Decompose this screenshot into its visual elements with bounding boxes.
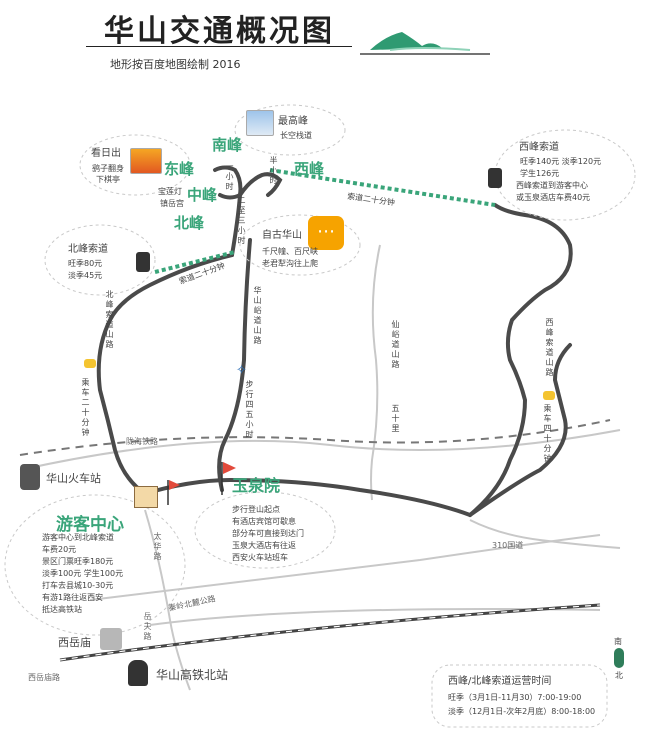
west-cable-line: 西峰索道到游客中心 — [516, 181, 588, 190]
peak-north[interactable]: 北峰 — [174, 214, 205, 232]
page-subtitle: 地形按百度地图绘制 2016 — [110, 58, 241, 71]
huashan-valley-label: 华山峪道山路 — [253, 286, 262, 346]
train-station-label[interactable]: 华山火车站 — [46, 472, 101, 485]
west-cable-line: 旺季140元 淡季120元 — [520, 157, 602, 166]
north-cable-title: 北峰索道 — [68, 244, 108, 255]
peak-east[interactable]: 东峰 — [164, 160, 195, 178]
yuquan-line: 玉泉大酒店有往返 — [232, 541, 296, 550]
page-title: 华山交通概况图 — [104, 14, 335, 49]
walk-halfhour-label: 半小时 — [269, 156, 278, 186]
west-peak-road-label: 西峰索道山路 — [545, 318, 554, 378]
xiyue-road-label: 西岳庙路 — [28, 673, 60, 682]
visitor-center-line: 打车去县城10-30元 — [42, 581, 114, 590]
yuquan-line: 步行登山起点 — [232, 505, 280, 514]
yuquan-line: 西安火车站班车 — [232, 553, 288, 562]
yuquan-title[interactable]: 玉泉院 — [232, 476, 281, 495]
ancient-road-line: 老君犁沟往上爬 — [262, 259, 318, 268]
cable-car-icon-north — [136, 252, 150, 272]
cable-car-icon-west — [488, 168, 502, 188]
zhenyue-line-1: 宝莲灯 — [158, 187, 182, 196]
high-speed-train-icon — [128, 660, 148, 686]
mountain-logo-icon — [360, 32, 490, 55]
drive-right-label: 乘车四十分钟 — [543, 404, 552, 464]
walk-hour-label: 一小时 — [225, 162, 234, 192]
ancient-road-title: 自古华山 — [262, 230, 302, 241]
snow-mountain-icon — [246, 110, 274, 136]
north-peak-road-label: 北峰索道山路 — [105, 290, 114, 350]
walk-2-3h-label: 二至三小时 — [237, 196, 246, 246]
yuquan-line: 有酒店宾馆可歇息 — [232, 517, 296, 526]
mountain-sunrise-icon — [130, 148, 162, 174]
visitor-center-line: 抵达高铁站 — [42, 605, 82, 614]
taihua-road-label: 太华路 — [153, 532, 162, 562]
house-icon — [134, 486, 158, 508]
highest-peak-title: 最高峰 — [278, 116, 308, 127]
temple-icon — [100, 628, 122, 650]
visitor-center-title[interactable]: 游客中心 — [56, 515, 124, 535]
schedule-peak: 旺季（3月1日-11月30）7:00-19:00 — [448, 693, 582, 702]
hsr-station-label[interactable]: 华山高铁北站 — [156, 668, 229, 682]
taxi-icon — [84, 359, 96, 368]
taxi-icon — [543, 391, 555, 400]
chat-bubble-icon[interactable]: ⋯ — [308, 216, 344, 250]
west-cable-title: 西峰索道 — [519, 142, 559, 153]
sunrise-title: 看日出 — [91, 148, 121, 159]
peak-west[interactable]: 西峰 — [294, 160, 325, 178]
schedule-off: 淡季（12月1日-次年2月底）8:00-18:00 — [448, 707, 596, 716]
walk-time-label: 步行四五小时 — [245, 380, 254, 440]
north-cable-line: 旺季80元 — [68, 259, 103, 268]
visitor-center-line: 有游1路往返西安 — [42, 593, 104, 602]
g310-label: 310国道 — [492, 541, 524, 550]
visitor-center-line: 景区门票旺季180元 — [42, 557, 114, 566]
schedule-title: 西峰/北峰索道运营时间 — [448, 676, 552, 687]
drive-left-label: 乘车二十分钟 — [81, 378, 90, 438]
west-cable-line: 或玉泉酒店车费40元 — [516, 193, 591, 202]
ancient-road-line: 千尺幢、百尺峡 — [262, 247, 318, 256]
zhenyue-line-2: 镇岳宫 — [160, 199, 184, 208]
west-cable-line: 学生126元 — [520, 169, 560, 178]
compass-north: 北 — [615, 671, 623, 680]
train-icon — [20, 464, 40, 490]
highest-peak-desc: 长空栈道 — [280, 131, 312, 140]
peak-center[interactable]: 中峰 — [187, 186, 218, 204]
sunrise-desc-2: 下棋亭 — [96, 175, 120, 184]
xianyu-road-label: 仙峪道山路 — [391, 320, 400, 370]
north-cable-line: 淡季45元 — [68, 271, 103, 280]
visitor-center-line: 游客中心到北峰索道 — [42, 533, 114, 542]
five-miles-label: 五十里 — [391, 404, 400, 434]
walker-icon: ✧ — [236, 363, 247, 378]
sunrise-desc-1: 鹞子翻身 — [92, 164, 124, 173]
title-underline — [86, 46, 352, 47]
yuefu-road-label: 岳夫路 — [143, 612, 152, 642]
lianhuo-railway-label: 陇海铁路 — [126, 437, 158, 446]
xiyue-temple-label[interactable]: 西岳庙 — [58, 636, 91, 649]
compass-icon — [614, 648, 624, 668]
visitor-center-line: 淡季100元 学生100元 — [42, 569, 124, 578]
visitor-center-line: 车费20元 — [42, 545, 77, 554]
compass-south: 南 — [614, 637, 622, 646]
peak-south[interactable]: 南峰 — [212, 136, 243, 154]
yuquan-line: 部分车可直接到达门 — [232, 529, 304, 538]
